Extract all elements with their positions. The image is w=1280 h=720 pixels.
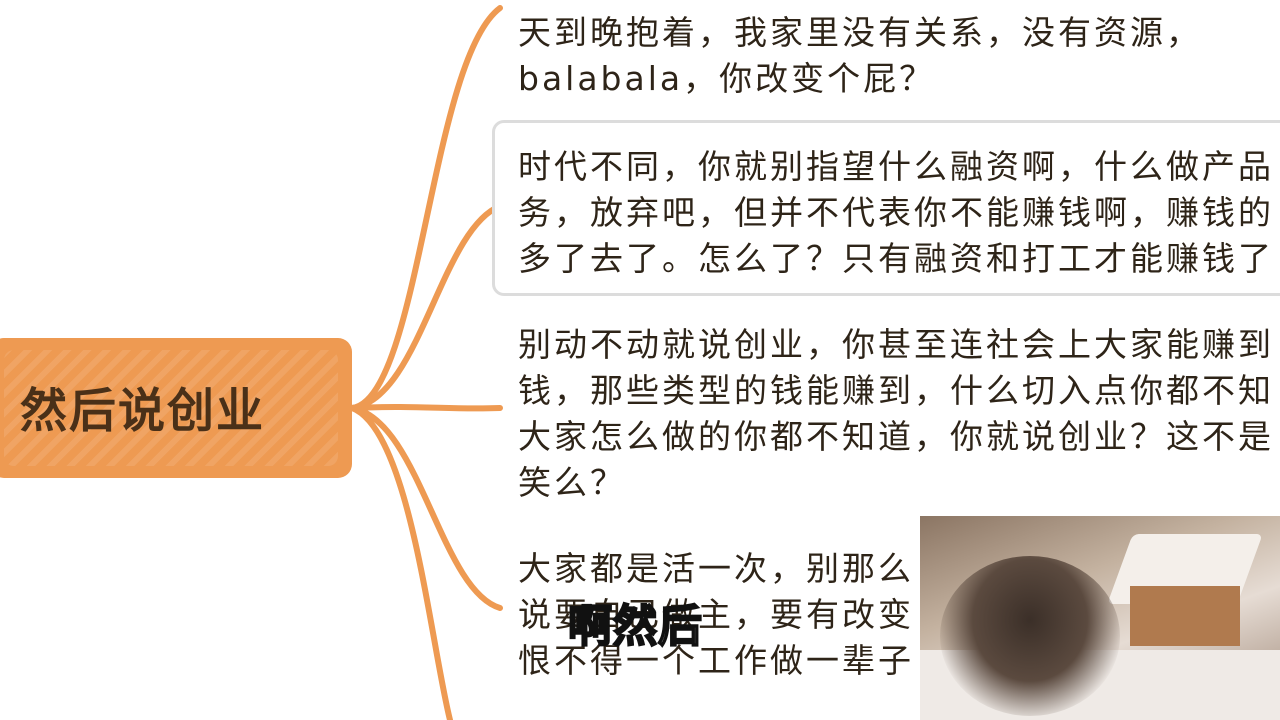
- node-3-line: 大家怎么做的你都不知道，你就说创业？这不是: [518, 417, 1274, 456]
- node-1[interactable]: 天到晚抱着，我家里没有关系，没有资源， balabala，你改变个屁？: [518, 10, 1202, 102]
- cat-image: [940, 556, 1120, 716]
- root-node-label: 然后说创业: [20, 384, 265, 439]
- node-2-line: 务，放弃吧，但并不代表你不能赚钱啊，赚钱的: [518, 193, 1274, 232]
- node-3-line: 别动不动就说创业，你甚至连社会上大家能赚到: [518, 325, 1274, 364]
- node-2[interactable]: 时代不同，你就别指望什么融资啊，什么做产品 务，放弃吧，但并不代表你不能赚钱啊，…: [518, 144, 1274, 282]
- node-4-line: 大家都是活一次，别那么: [518, 549, 914, 588]
- node-1-line: balabala，你改变个屁？: [518, 59, 936, 98]
- node-4[interactable]: 大家都是活一次，别那么 说要自己做主，要有改变 恨不得一个工作做一辈子: [518, 546, 914, 684]
- cabin-image: [1130, 586, 1240, 646]
- node-2-line: 多了去了。怎么了？只有融资和打工才能赚钱了: [518, 239, 1274, 278]
- node-3-line: 钱，那些类型的钱能赚到，什么切入点你都不知: [518, 371, 1274, 410]
- node-2-line: 时代不同，你就别指望什么融资啊，什么做产品: [518, 147, 1274, 186]
- node-2-box: [492, 120, 1280, 296]
- node-4-line: 恨不得一个工作做一辈子: [518, 641, 914, 680]
- node-4-line: 说要自己做主，要有改变: [518, 595, 914, 634]
- node-3-line: 笑么？: [518, 463, 626, 502]
- branch-5: [349, 405, 453, 720]
- video-subtitle: 啊然后: [567, 600, 703, 653]
- branch-2: [349, 203, 503, 411]
- branch-4: [349, 405, 503, 611]
- branch-3: [349, 404, 503, 412]
- video-thumbnail-overlay: [920, 516, 1280, 720]
- branch-1: [349, 5, 503, 411]
- root-node[interactable]: [0, 338, 352, 478]
- node-3[interactable]: 别动不动就说创业，你甚至连社会上大家能赚到 钱，那些类型的钱能赚到，什么切入点你…: [518, 322, 1274, 506]
- node-1-line: 天到晚抱着，我家里没有关系，没有资源，: [518, 13, 1202, 52]
